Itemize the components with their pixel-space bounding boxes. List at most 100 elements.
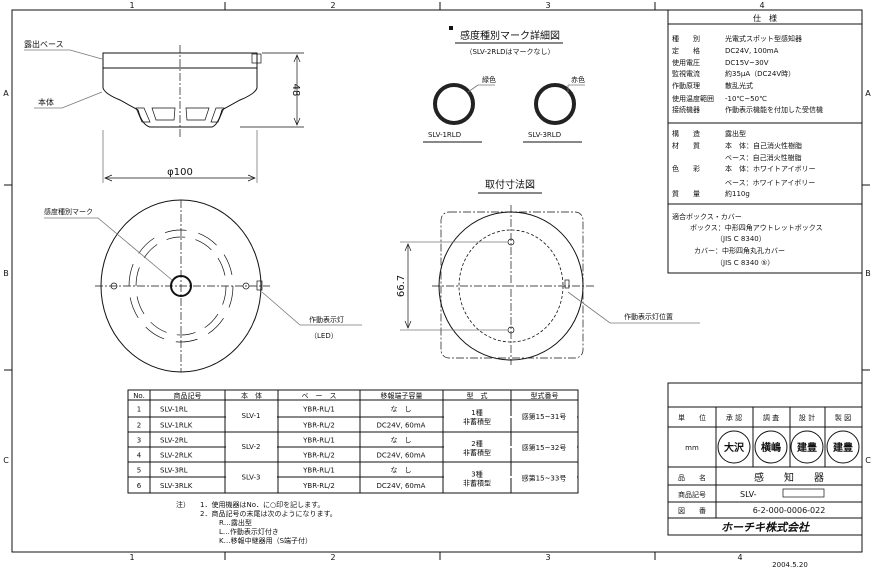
sensitivity-mark — [170, 275, 192, 297]
note-k: K…移報中継器用（S端子付） — [219, 536, 312, 545]
spec-value: 本 体：自己消火性樹脂 — [725, 141, 802, 150]
led — [256, 280, 263, 291]
bottom-view: 感度種別マーク 作動表示灯 （LED） — [44, 199, 362, 373]
row-no: 1 — [137, 406, 141, 414]
row-code: SLV-1RL — [160, 406, 188, 414]
row-no: 4 — [137, 452, 142, 460]
zone-row-c: C — [3, 456, 9, 465]
spec-value: DC24V, 100mA — [725, 47, 779, 55]
spec-value: -10℃~50℃ — [725, 95, 767, 103]
spec-box-line: ボックス：中形四角アウトレットボックス — [690, 223, 823, 232]
notes-prefix: 注） — [176, 500, 190, 509]
row-capacity: な し — [391, 467, 412, 475]
row-no: 6 — [137, 482, 142, 490]
notes: 注） 1．使用機器はNo．に○印を記します。 2．商品記号の末尾は次のようになり… — [176, 500, 337, 545]
row-base: YBR-RL/1 — [302, 467, 335, 475]
row-base: YBR-RL/2 — [302, 452, 335, 460]
header-check: 調 査 — [763, 413, 779, 422]
pitch-dim-label: 66.7 — [396, 275, 407, 297]
drawing-no-label: 図 番 — [678, 507, 706, 515]
spec-key: 接続機器 — [672, 105, 700, 114]
label-led-sub: （LED） — [310, 332, 338, 340]
spec-box-line: 適合ボックス・カバー — [672, 212, 742, 221]
spec-key: 定 格 — [672, 46, 700, 55]
zone-row-b: B — [3, 269, 9, 278]
spec-key: 種 別 — [672, 34, 700, 43]
stamp-text: 横嶋 — [761, 441, 781, 454]
label-led: 作動表示灯 — [309, 315, 344, 324]
group-body: SLV-3 — [242, 474, 261, 482]
zone-col-2: 2 — [330, 1, 335, 10]
row-base: YBR-RL/1 — [302, 437, 335, 445]
zone-col-2-bottom: 2 — [330, 553, 335, 562]
spec-value: ベース：ホワイトアイボリー — [725, 179, 815, 187]
group-approval-no: 感第15~33号 — [522, 474, 567, 483]
row-capacity: な し — [391, 406, 412, 414]
row-code: SLV-2RLK — [160, 452, 193, 460]
mark-detail-title: 感度種別マーク詳細図 — [460, 29, 560, 42]
group-type: 1種 — [471, 409, 482, 417]
header-unit: 単 位 — [678, 413, 706, 422]
note-r: R…露出型 — [219, 518, 252, 527]
spec-value: 約35μA（DC24V時） — [725, 69, 795, 78]
row-code: SLV-3RLK — [160, 482, 193, 490]
spec-box-line: （JIS C 8340） — [716, 235, 766, 243]
code-label: 商品記号 — [678, 490, 706, 499]
title-block: 単 位 承 認 調 査 設 計 製 図 mm 大沢横嶋建豊建豊 品 名 感 知 … — [667, 382, 863, 569]
zone-row-a: A — [3, 89, 9, 98]
spec-key: 監視電流 — [672, 69, 700, 78]
spec-value: DC15V~30V — [725, 59, 769, 67]
product-code: SLV- — [740, 490, 757, 499]
date: 2004.5.20 — [772, 561, 808, 569]
row-no: 2 — [137, 422, 141, 430]
table-header: No. — [133, 392, 145, 400]
table-header: ベ ー ス — [302, 392, 337, 400]
row-code: SLV-2RL — [160, 437, 188, 445]
spec-key: 質 量 — [672, 189, 700, 198]
row-capacity: DC24V, 60mA — [377, 452, 426, 460]
spec-value: 約110g — [725, 189, 750, 198]
table-header: 移報端子容量 — [381, 391, 423, 400]
left-model-label: SLV-1RLD — [428, 131, 461, 139]
spec-value: 露出型 — [725, 129, 746, 138]
label-sensitivity-mark: 感度種別マーク — [44, 207, 93, 216]
label-body: 本体 — [38, 97, 54, 107]
row-base: YBR-RL/2 — [302, 482, 335, 490]
row-capacity: な し — [391, 437, 412, 445]
stamp-text: 大沢 — [724, 441, 745, 454]
approval-stamp — [754, 430, 788, 464]
zone-col-1-bottom: 1 — [129, 553, 134, 562]
note-2: 2．商品記号の末尾は次のようになります。 — [200, 509, 337, 518]
row-no: 3 — [137, 437, 141, 445]
spec-key: 使用電圧 — [672, 58, 700, 67]
zone-row-b-right: B — [865, 269, 871, 278]
zone-col-4: 4 — [759, 1, 764, 10]
note-l: L…作動表示灯付き — [219, 527, 279, 536]
group-type-sub: 非蓄積型 — [463, 448, 491, 457]
spec-box-line: カバー：中形四角丸孔カバー — [694, 246, 785, 255]
spec-title: 仕 様 — [753, 13, 777, 23]
label-led-position: 作動表示灯位置 — [624, 312, 673, 321]
spec-value: 作動表示機能を付加した受信機 — [725, 105, 823, 114]
unit-value: mm — [685, 444, 699, 452]
mark-detail-subtitle: （SLV-2RLDはマークなし） — [465, 48, 554, 56]
group-type-sub: 非蓄積型 — [463, 417, 491, 426]
mounting-view: 取付寸法図 66.7 作動表示灯位置 — [396, 178, 700, 365]
row-no: 5 — [137, 467, 141, 475]
stamp-text: 建豊 — [832, 441, 853, 454]
zone-markers: 1 2 3 4 1 2 3 4 A B C A B C — [3, 1, 871, 562]
row-code: SLV-1RLK — [160, 422, 193, 430]
spec-key: 作動原理 — [672, 81, 700, 90]
group-type: 2種 — [471, 440, 482, 448]
detector-body — [102, 68, 258, 128]
diameter-dim-label: φ100 — [167, 167, 193, 178]
mounting-title: 取付寸法図 — [485, 178, 535, 191]
height-dim-label: 48 — [290, 84, 301, 97]
header-design: 設 計 — [799, 413, 815, 422]
right-model-label: SLV-3RLD — [528, 131, 561, 139]
approval-stamp — [826, 430, 860, 464]
spec-key: 構 造 — [672, 129, 700, 138]
header-draft: 製 図 — [835, 413, 851, 422]
